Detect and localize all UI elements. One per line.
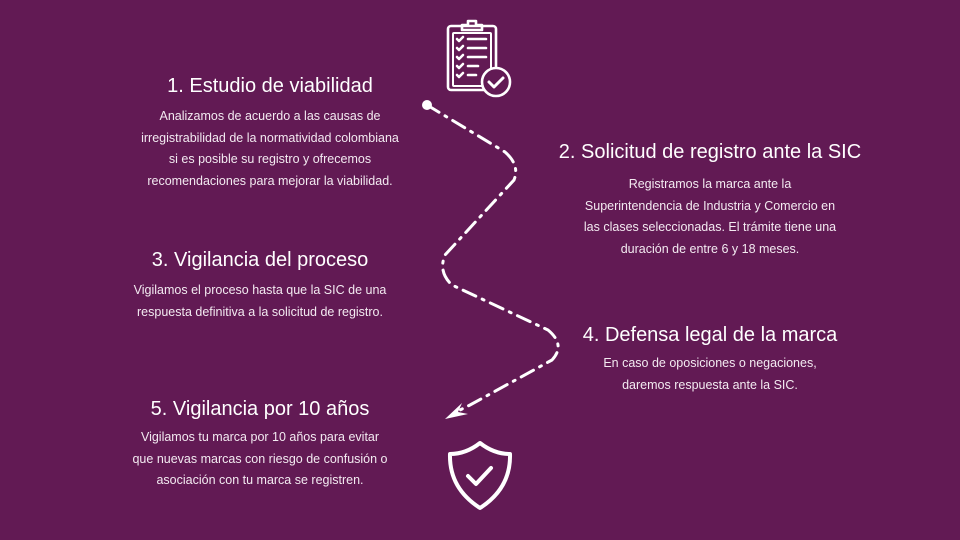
- step-4-legal-defense: 4. Defensa legal de la marca En caso de …: [560, 323, 860, 396]
- step-1-description: Analizamos de acuerdo a las causas de ir…: [141, 109, 399, 188]
- step-3-description: Vigilamos el proceso hasta que la SIC de…: [133, 283, 387, 319]
- step-5-description: Vigilamos tu marca por 10 años para evit…: [132, 430, 388, 487]
- shield-check-icon: [447, 441, 513, 510]
- step-5-ten-year-monitoring: 5. Vigilancia por 10 años Vigilamos tu m…: [100, 397, 420, 492]
- step-4-description: En caso de oposiciones o negaciones, dar…: [603, 356, 817, 392]
- step-2-description: Registramos la marca ante la Superintend…: [583, 177, 837, 256]
- step-1-feasibility-study: 1. Estudio de viabilidad Analizamos de a…: [110, 74, 430, 192]
- step-3-title: 3. Vigilancia del proceso: [151, 249, 369, 271]
- step-5-title: 5. Vigilancia por 10 años: [150, 398, 370, 420]
- step-2-registration-request: 2. Solicitud de registro ante la SIC Reg…: [540, 140, 880, 260]
- step-4-title: 4. Defensa legal de la marca: [582, 324, 838, 346]
- step-1-title: 1. Estudio de viabilidad: [167, 75, 373, 97]
- step-2-title: 2. Solicitud de registro ante la SIC: [558, 141, 862, 163]
- clipboard-checklist-icon: [446, 19, 512, 98]
- step-3-process-monitoring: 3. Vigilancia del proceso Vigilamos el p…: [100, 248, 420, 323]
